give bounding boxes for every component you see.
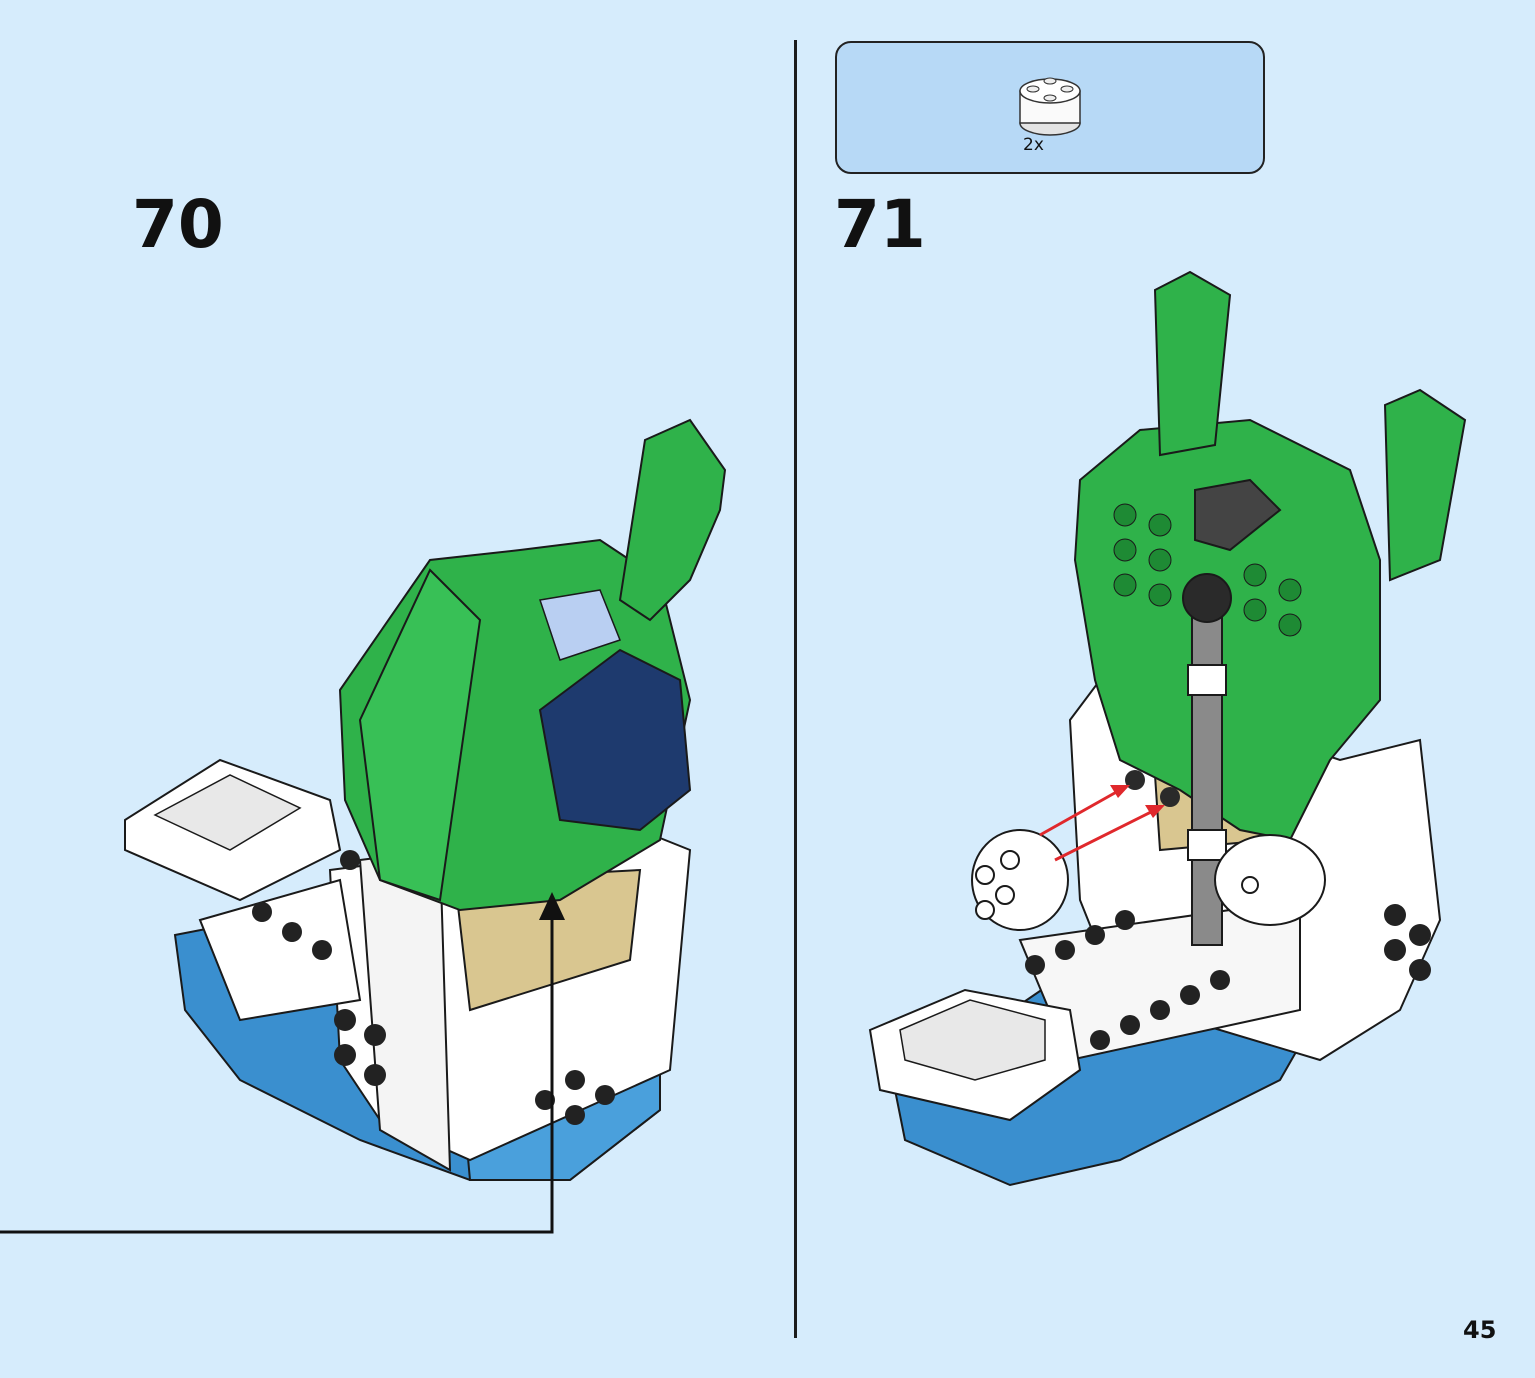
placement-arrowhead [1110,785,1130,798]
step-71-model [868,270,1467,1187]
placement-arrowhead [1145,805,1165,818]
step-70-arrowhead [539,892,565,920]
step-number-71: 71 [834,186,926,263]
step-divider [794,40,797,1338]
part-quantity: 2x [1023,135,1044,155]
new-white-round-brick [971,829,1069,931]
placed-white-round-brick [1214,834,1326,926]
placement-arrow [1054,808,1156,862]
step-70-model [124,418,727,1181]
white-round-brick-2x2-icon [1019,77,1081,136]
parts-callout: 2x [835,41,1265,174]
placement-arrow [1039,788,1121,837]
step-number-70: 70 [132,186,224,263]
page-number: 45 [1463,1316,1497,1344]
step-70-arrow [0,915,554,1234]
